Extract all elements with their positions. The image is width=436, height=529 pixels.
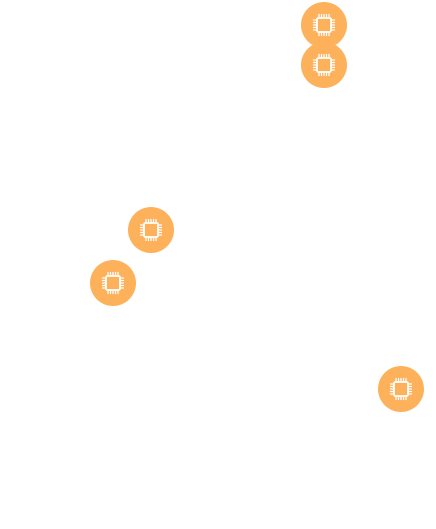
- device-marker[interactable]: [301, 2, 347, 48]
- cpu-chip-icon: [387, 375, 415, 403]
- cpu-chip-icon: [137, 216, 165, 244]
- cpu-chip-icon: [310, 11, 338, 39]
- cpu-chip-icon: [310, 51, 338, 79]
- cpu-chip-icon: [99, 269, 127, 297]
- device-marker[interactable]: [378, 366, 424, 412]
- device-marker[interactable]: [301, 42, 347, 88]
- device-marker[interactable]: [128, 207, 174, 253]
- device-marker[interactable]: [90, 260, 136, 306]
